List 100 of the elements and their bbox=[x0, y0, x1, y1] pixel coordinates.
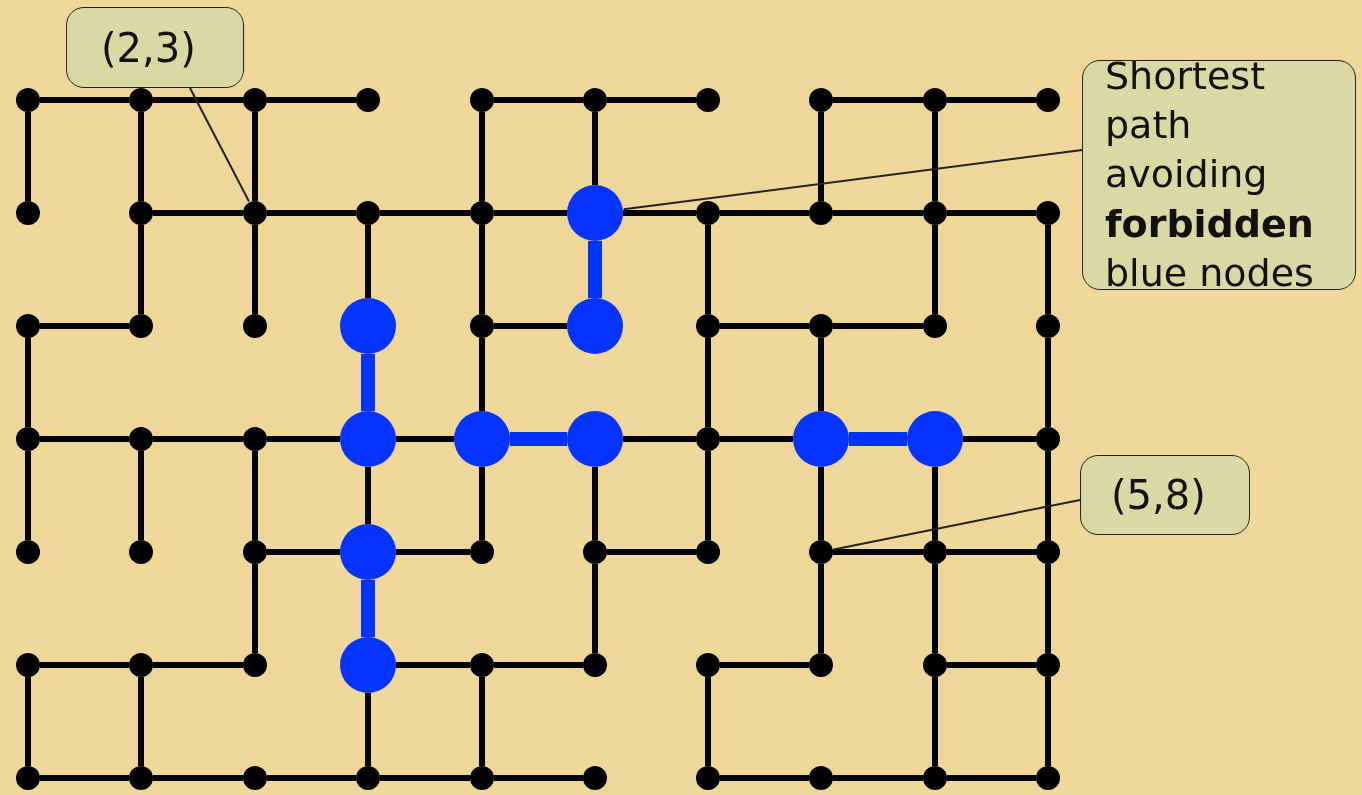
grid-edge bbox=[947, 210, 1036, 216]
path-edge bbox=[849, 432, 907, 446]
node-dot bbox=[809, 766, 833, 790]
grid-edge bbox=[623, 210, 696, 216]
node-dot bbox=[809, 653, 833, 677]
node-dot bbox=[923, 314, 947, 338]
grid-edge bbox=[592, 467, 598, 540]
grid-edge bbox=[365, 225, 371, 298]
node-dot bbox=[129, 201, 153, 225]
grid-edge bbox=[380, 775, 470, 781]
grid-edge bbox=[947, 775, 1036, 781]
node-dot bbox=[583, 540, 607, 564]
grid-edge bbox=[267, 549, 340, 555]
grid-edge bbox=[153, 662, 243, 668]
grid-edge bbox=[833, 549, 923, 555]
node-dot bbox=[16, 201, 40, 225]
node-dot bbox=[1036, 653, 1060, 677]
grid-edge bbox=[720, 775, 809, 781]
grid-edge bbox=[932, 112, 938, 201]
node-dot bbox=[129, 88, 153, 112]
node-dot bbox=[356, 766, 380, 790]
forbidden-node-dot bbox=[567, 185, 623, 241]
grid-edge bbox=[267, 775, 356, 781]
node-dot bbox=[129, 540, 153, 564]
forbidden-node-dot bbox=[340, 524, 396, 580]
grid-edge bbox=[494, 775, 583, 781]
grid-edge bbox=[267, 436, 340, 442]
node-dot bbox=[583, 88, 607, 112]
node-dot bbox=[356, 88, 380, 112]
grid-edge bbox=[40, 97, 129, 103]
node-dot bbox=[16, 314, 40, 338]
grid-edge bbox=[592, 564, 598, 653]
node-dot bbox=[583, 766, 607, 790]
node-dot bbox=[356, 201, 380, 225]
grid-edge bbox=[720, 436, 793, 442]
node-dot bbox=[809, 201, 833, 225]
forbidden-node-dot bbox=[793, 411, 849, 467]
path-edge bbox=[510, 432, 567, 446]
grid-edge bbox=[1045, 451, 1051, 540]
node-dot bbox=[923, 201, 947, 225]
grid-edge bbox=[607, 97, 696, 103]
grid-edge bbox=[138, 112, 144, 201]
grid-edge bbox=[138, 225, 144, 314]
grid-edge bbox=[963, 436, 1036, 442]
grid-edge bbox=[365, 693, 371, 766]
forbidden-node-dot bbox=[567, 411, 623, 467]
node-dot bbox=[16, 88, 40, 112]
node-dot bbox=[923, 88, 947, 112]
node-dot bbox=[470, 766, 494, 790]
node-dot bbox=[243, 766, 267, 790]
node-dot bbox=[243, 314, 267, 338]
grid-edge bbox=[396, 549, 470, 555]
grid-edge bbox=[947, 662, 1036, 668]
grid-edge bbox=[25, 451, 31, 540]
grid-edge bbox=[818, 338, 824, 411]
grid-edge bbox=[720, 662, 809, 668]
callout-text: (5,8) bbox=[1111, 471, 1206, 520]
callout-text: (2,3) bbox=[101, 23, 196, 73]
grid-edge bbox=[705, 225, 711, 314]
node-dot bbox=[809, 314, 833, 338]
grid-edge bbox=[1045, 564, 1051, 653]
node-dot bbox=[696, 766, 720, 790]
node-dot bbox=[129, 427, 153, 451]
grid-edge bbox=[818, 467, 824, 540]
node-dot bbox=[696, 88, 720, 112]
grid-edge bbox=[932, 564, 938, 653]
path-edge bbox=[361, 580, 375, 637]
grid-edge bbox=[833, 210, 923, 216]
node-dot bbox=[923, 653, 947, 677]
node-dot bbox=[809, 88, 833, 112]
grid-edge bbox=[479, 338, 485, 411]
grid-edge bbox=[494, 662, 583, 668]
node-dot bbox=[1036, 201, 1060, 225]
grid-edge bbox=[25, 338, 31, 427]
grid-edge bbox=[720, 323, 809, 329]
forbidden-node-dot bbox=[907, 411, 963, 467]
node-dot bbox=[809, 540, 833, 564]
node-dot bbox=[243, 427, 267, 451]
node-dot bbox=[923, 540, 947, 564]
grid-edge bbox=[818, 112, 824, 201]
grid-edge bbox=[40, 775, 129, 781]
grid-edge bbox=[607, 549, 696, 555]
grid-edge bbox=[252, 564, 258, 653]
callout-bubble bbox=[1082, 60, 1356, 290]
grid-edge bbox=[267, 210, 356, 216]
node-dot bbox=[696, 427, 720, 451]
node-dot bbox=[243, 653, 267, 677]
grid-edge bbox=[25, 112, 31, 201]
forbidden-node-dot bbox=[340, 298, 396, 354]
node-dot bbox=[1036, 427, 1060, 451]
node-dot bbox=[1036, 540, 1060, 564]
grid-edge bbox=[818, 564, 824, 653]
grid-edge bbox=[365, 467, 371, 524]
grid-edge bbox=[592, 112, 598, 185]
node-dot bbox=[243, 540, 267, 564]
grid-edge bbox=[932, 225, 938, 314]
grid-edge bbox=[1045, 677, 1051, 766]
node-dot bbox=[696, 314, 720, 338]
path-edge bbox=[588, 241, 602, 298]
grid-edge bbox=[932, 467, 938, 540]
